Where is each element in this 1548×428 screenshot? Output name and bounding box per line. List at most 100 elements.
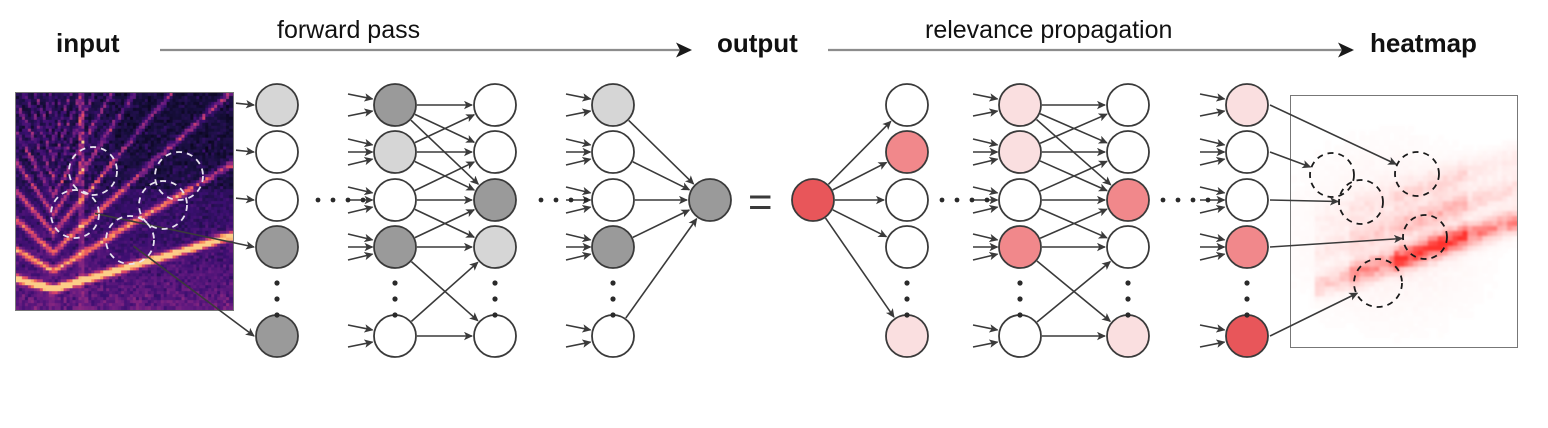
relevance-node-r_out-1[interactable]: [791, 178, 835, 222]
forward-node-f3-5[interactable]: [473, 314, 517, 358]
relevance-node-r1-3[interactable]: [885, 178, 929, 222]
vertical-ellipsis-dot: [1244, 280, 1250, 286]
network-edge: [1035, 118, 1112, 186]
forward-node-f1-1[interactable]: [255, 83, 299, 127]
relevance-node-r2-2[interactable]: [998, 130, 1042, 174]
network-edge: [1199, 233, 1226, 243]
equals-sign: =: [748, 178, 773, 225]
forward-node-f_out-1[interactable]: [688, 178, 732, 222]
forward-node-f2-1[interactable]: [373, 83, 417, 127]
network-edge: [632, 209, 691, 239]
relevance-node-r1-5[interactable]: [885, 314, 929, 358]
network-edge: [1036, 260, 1112, 323]
vertical-ellipsis-dot: [492, 312, 498, 318]
relevance-node-r4-3[interactable]: [1225, 178, 1269, 222]
forward-node-f1-4[interactable]: [255, 225, 299, 269]
network-edge: [347, 251, 374, 261]
ellipsis-dot: [360, 197, 366, 203]
relevance-node-r3-5[interactable]: [1106, 314, 1150, 358]
network-edge: [972, 108, 999, 117]
vertical-ellipsis-dot: [1244, 312, 1250, 318]
forward-node-f4-2[interactable]: [591, 130, 635, 174]
forward-node-f2-3[interactable]: [373, 178, 417, 222]
ellipsis-dot: [1205, 197, 1211, 203]
network-edge: [1039, 113, 1108, 144]
network-edge: [1199, 251, 1226, 261]
network-edge: [1039, 208, 1108, 239]
network-edge: [565, 93, 592, 102]
relevance-node-r2-5[interactable]: [998, 314, 1042, 358]
vertical-ellipsis-dot: [392, 280, 398, 286]
ellipsis-dot: [1175, 197, 1181, 203]
network-edge: [628, 119, 695, 185]
relevance-node-r2-4[interactable]: [998, 225, 1042, 269]
region-markers: [50, 146, 1448, 308]
ellipsis-dot: [583, 197, 589, 203]
vertical-ellipsis-dot: [392, 296, 398, 302]
network-edge: [235, 100, 255, 109]
relevance-node-r1-2[interactable]: [885, 130, 929, 174]
relevance-node-r2-1[interactable]: [998, 83, 1042, 127]
page-title-input: input: [56, 28, 120, 58]
relevance-node-r3-2[interactable]: [1106, 130, 1150, 174]
forward-node-f1-5[interactable]: [255, 314, 299, 358]
network-edge: [1039, 113, 1108, 144]
forward-node-f3-3[interactable]: [473, 178, 517, 222]
forward-node-f4-3[interactable]: [591, 178, 635, 222]
network-edge: [972, 138, 999, 148]
network-edge: [347, 108, 374, 117]
network-edge: [414, 209, 476, 239]
vertical-ellipsis-dot: [492, 280, 498, 286]
relevance-node-r4-1[interactable]: [1225, 83, 1269, 127]
network-edge: [347, 233, 374, 243]
network-edge: [972, 156, 999, 166]
network-edge: [565, 233, 592, 243]
network-edge: [347, 186, 374, 196]
forward-node-f4-1[interactable]: [591, 83, 635, 127]
network-edge: [1039, 160, 1108, 192]
network-edge: [414, 114, 476, 144]
forward-node-f3-1[interactable]: [473, 83, 517, 127]
forward-node-f2-2[interactable]: [373, 130, 417, 174]
relevance-node-r1-1[interactable]: [885, 83, 929, 127]
network-edge: [235, 147, 255, 156]
relevance-node-r4-2[interactable]: [1225, 130, 1269, 174]
network-edge: [1199, 108, 1226, 117]
network-edge: [414, 161, 476, 192]
forward-node-f4-5[interactable]: [591, 314, 635, 358]
forward-node-f3-4[interactable]: [473, 225, 517, 269]
forward-node-f2-5[interactable]: [373, 314, 417, 358]
network-edge: [1039, 208, 1108, 239]
network-edge: [1199, 204, 1226, 214]
relevance-node-r3-1[interactable]: [1106, 83, 1150, 127]
network-edge: [347, 324, 374, 333]
forward-node-f4-4[interactable]: [591, 225, 635, 269]
network-edge: [1199, 93, 1226, 102]
network-edge: [347, 156, 374, 166]
vertical-ellipsis-dot: [274, 296, 280, 302]
vertical-ellipsis-dot: [610, 280, 616, 286]
relevance-node-r4-5[interactable]: [1225, 314, 1269, 358]
network-edge: [410, 261, 479, 322]
forward-node-f3-2[interactable]: [473, 130, 517, 174]
relevance-node-r3-4[interactable]: [1106, 225, 1150, 269]
relevance-node-r1-4[interactable]: [885, 225, 929, 269]
network-edge: [414, 208, 476, 238]
vertical-ellipsis-dot: [904, 296, 910, 302]
network-edge: [972, 186, 999, 196]
forward-node-f1-3[interactable]: [255, 178, 299, 222]
vertical-ellipsis-dot: [1017, 296, 1023, 302]
relevance-node-r4-4[interactable]: [1225, 225, 1269, 269]
network-edge: [827, 120, 892, 185]
forward-node-f2-4[interactable]: [373, 225, 417, 269]
vertical-ellipsis-dot: [610, 312, 616, 318]
forward-node-f1-2[interactable]: [255, 130, 299, 174]
ellipsis-dot: [568, 197, 574, 203]
relevance-node-r2-3[interactable]: [998, 178, 1042, 222]
network-edge: [410, 119, 480, 185]
network-edge: [1199, 339, 1226, 348]
ellipsis-dot: [330, 197, 336, 203]
forward-pass-label: forward pass: [277, 16, 421, 44]
relevance-node-r3-3[interactable]: [1106, 178, 1150, 222]
